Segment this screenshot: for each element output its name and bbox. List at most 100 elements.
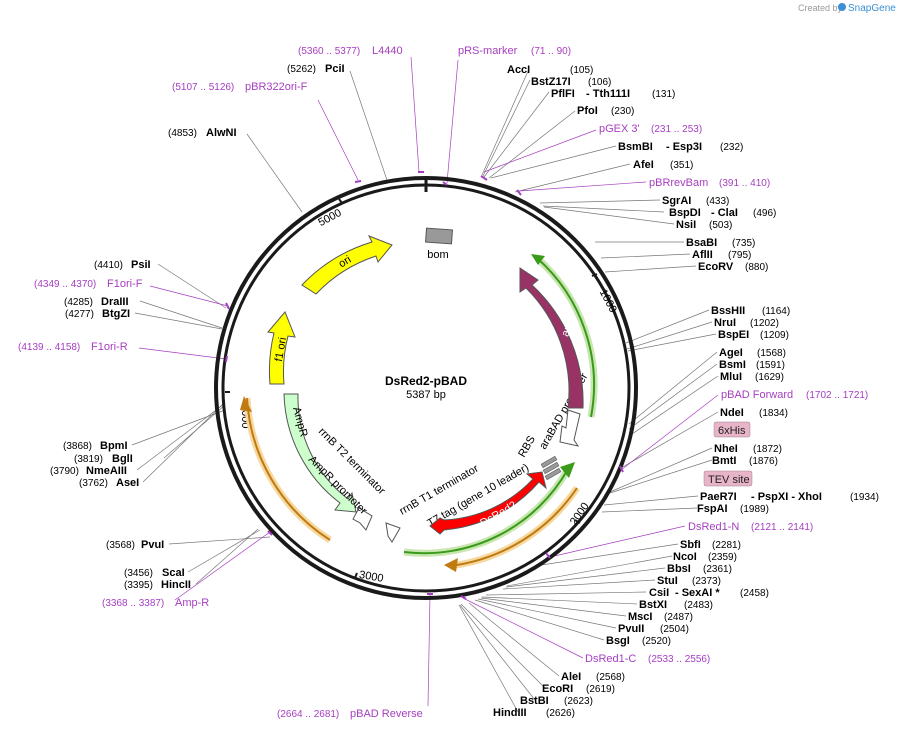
site-mlui-pos: (1629) xyxy=(755,372,784,383)
site-ecorv: EcoRV xyxy=(698,261,734,273)
green-arcs xyxy=(403,254,598,557)
site-mlui: MluI xyxy=(720,371,742,383)
connector-lines xyxy=(131,56,719,713)
primer-l4440: L4440 xyxy=(372,45,403,57)
site-acci: AccI xyxy=(507,64,530,76)
site-fspai: FspAI xyxy=(697,503,728,515)
site-bsabi: BsaBI xyxy=(686,237,717,249)
primer-pgex3-range: (231 .. 253) xyxy=(651,124,702,135)
site-sbfi-pos: (2281) xyxy=(712,540,741,551)
f1-ori-label: f1 ori xyxy=(273,336,289,362)
feature-ori: ori xyxy=(301,235,393,295)
site-bspei: BspEI xyxy=(718,329,749,341)
site-bpmi: BpmI xyxy=(100,440,128,452)
site-aflii: AflII xyxy=(692,249,713,261)
feature-arabad-promoter xyxy=(559,409,581,447)
site-nmeaiii-pos: (3790) xyxy=(50,466,79,477)
site-bstz17i: BstZ17I xyxy=(531,76,571,88)
site-scai-pos: (3456) xyxy=(124,568,153,579)
primer-pbad-forward: pBAD Forward xyxy=(721,389,793,401)
primer-prs-marker-range: (71 .. 90) xyxy=(531,46,571,57)
feature-f1-ori: f1 ori xyxy=(267,311,296,385)
site-psii-pos: (4410) xyxy=(94,260,123,271)
primer-f1ori-r-range: (4139 .. 4158) xyxy=(18,342,80,353)
primer-pbad-reverse-range: (2664 .. 2681) xyxy=(277,709,339,720)
site-nhei: NheI xyxy=(714,443,738,455)
primer-dsred1-n: DsRed1-N xyxy=(688,521,739,533)
site-bspdi: BspDI xyxy=(669,207,701,219)
site-bstbi: BstBI xyxy=(520,695,549,707)
snapgene-logo-icon xyxy=(838,3,846,11)
site-bgli-pos: (3819) xyxy=(74,454,103,465)
primer-pgex3: pGEX 3' xyxy=(599,123,640,135)
site-pvuii: PvuII xyxy=(618,623,644,635)
site-nrui: NruI xyxy=(714,317,736,329)
site-msci-pos: (2487) xyxy=(664,612,693,623)
rrnb-t1-label: rrnB T1 terminator xyxy=(398,463,481,518)
plasmid-size: 5387 bp xyxy=(406,389,446,401)
site-stui-pos: (2373) xyxy=(692,576,721,587)
site-paer7i-alt: - PspXI - XhoI xyxy=(751,491,822,503)
site-bsshii: BssHII xyxy=(711,305,745,317)
site-bsgi-pos: (2520) xyxy=(642,636,671,647)
site-aflii-pos: (795) xyxy=(728,250,751,261)
plasmid-name: DsRed2-pBAD xyxy=(385,374,467,388)
site-scai: ScaI xyxy=(162,567,185,579)
site-labels-left: (3568) PvuI (3456) ScaI (3395) HincII (3… xyxy=(50,63,345,591)
primer-pbr322ori-f-range: (5107 .. 5126) xyxy=(172,82,234,93)
primer-dsred1-c: DsRed1-C xyxy=(585,653,636,665)
primer-prs-marker: pRS-marker xyxy=(458,45,518,57)
site-bbsi-pos: (2361) xyxy=(703,564,732,575)
primer-f1ori-f-range: (4349 .. 4370) xyxy=(34,279,96,290)
site-alwni: AlwNI xyxy=(206,127,237,139)
site-acci-pos: (105) xyxy=(570,65,593,76)
primer-pbrrevbam-range: (391 .. 410) xyxy=(719,178,770,189)
site-pvui: PvuI xyxy=(141,539,164,551)
tick-label-5000: 5000 xyxy=(316,207,343,229)
site-msci: MscI xyxy=(628,611,652,623)
site-bgli: BglI xyxy=(112,453,133,465)
feature-small-marks xyxy=(540,455,562,481)
site-bstz17i-pos: (106) xyxy=(588,77,611,88)
site-paer7i-pos: (1934) xyxy=(850,492,879,503)
site-pcii: PciI xyxy=(325,63,345,75)
site-btgzi: BtgZI xyxy=(102,308,130,320)
site-hincii: HincII xyxy=(161,579,191,591)
site-csii-alt: - SexAI * xyxy=(675,587,720,599)
snapgene-credit: Created by SnapGene xyxy=(798,3,896,14)
site-pflfi-alt: - Tth111I xyxy=(586,88,630,100)
site-afei-pos: (351) xyxy=(670,160,693,171)
site-ncoi: NcoI xyxy=(673,551,697,563)
site-draiii-pos: (4285) xyxy=(64,297,93,308)
site-bpmi-pos: (3868) xyxy=(63,441,92,452)
site-labels-bottom: SbfI (2281) NcoI (2359) BbsI (2361) StuI… xyxy=(493,539,769,719)
site-pflfi-pos: (131) xyxy=(652,89,675,100)
site-hindiii: HindIII xyxy=(493,707,527,719)
site-nhei-pos: (1872) xyxy=(753,444,782,455)
site-ndei-pos: (1834) xyxy=(759,408,788,419)
site-fspai-pos: (1989) xyxy=(740,504,769,515)
site-bspdi-pos: (496) xyxy=(753,208,776,219)
primer-f1ori-f: F1ori-F xyxy=(107,278,143,290)
site-stui: StuI xyxy=(657,575,678,587)
site-nsii-pos: (503) xyxy=(709,220,732,231)
plasmid-backbone xyxy=(214,176,638,600)
site-bstxi-pos: (2483) xyxy=(684,600,713,611)
site-bspei-pos: (1209) xyxy=(760,330,789,341)
site-btgzi-pos: (4277) xyxy=(65,309,94,320)
site-nsii: NsiI xyxy=(676,219,696,231)
primer-pbad-reverse: pBAD Reverse xyxy=(350,708,423,720)
site-draiii: DraIII xyxy=(101,296,129,308)
site-alwni-pos: (4853) xyxy=(168,128,197,139)
credit-brand: SnapGene xyxy=(848,3,896,14)
site-bsshii-pos: (1164) xyxy=(762,306,790,317)
feature-bom: bom xyxy=(425,227,453,261)
site-bspdi-alt: - ClaI xyxy=(711,207,738,219)
boxed-tev-site: TEV site xyxy=(708,474,750,486)
site-psii: PsiI xyxy=(131,259,151,271)
site-hincii-pos: (3395) xyxy=(124,580,153,591)
site-bsmbi-pos: (232) xyxy=(720,142,743,153)
primer-labels: (5360 .. 5377) L4440 pRS-marker (71 .. 9… xyxy=(18,45,868,720)
site-pflfi: PflFI xyxy=(551,88,575,100)
